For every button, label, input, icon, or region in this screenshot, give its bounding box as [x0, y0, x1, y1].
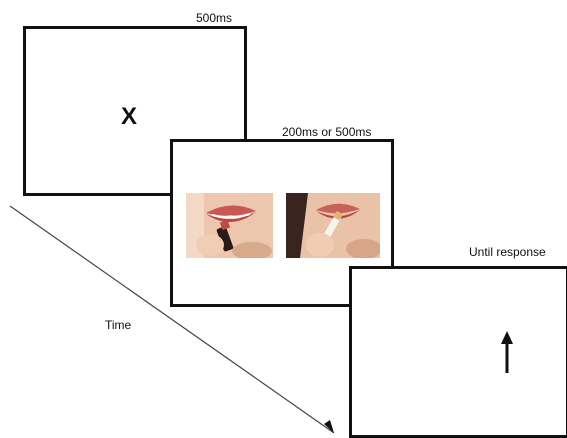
response-frame: [349, 266, 567, 438]
frame1-duration-label: 500ms: [196, 11, 233, 25]
frame3-duration-label: Until response: [469, 245, 546, 259]
fixation-frame: X: [23, 26, 247, 196]
up-arrow-icon: [501, 331, 513, 373]
stimulus-frame: [170, 139, 394, 307]
frame2-duration-label: 200ms or 500ms: [282, 125, 372, 139]
lips-with-cigarette-image: [286, 193, 380, 258]
fixation-cross: X: [121, 103, 138, 130]
lips-with-lipstick-image: [186, 193, 273, 258]
time-label: Time: [105, 318, 132, 332]
